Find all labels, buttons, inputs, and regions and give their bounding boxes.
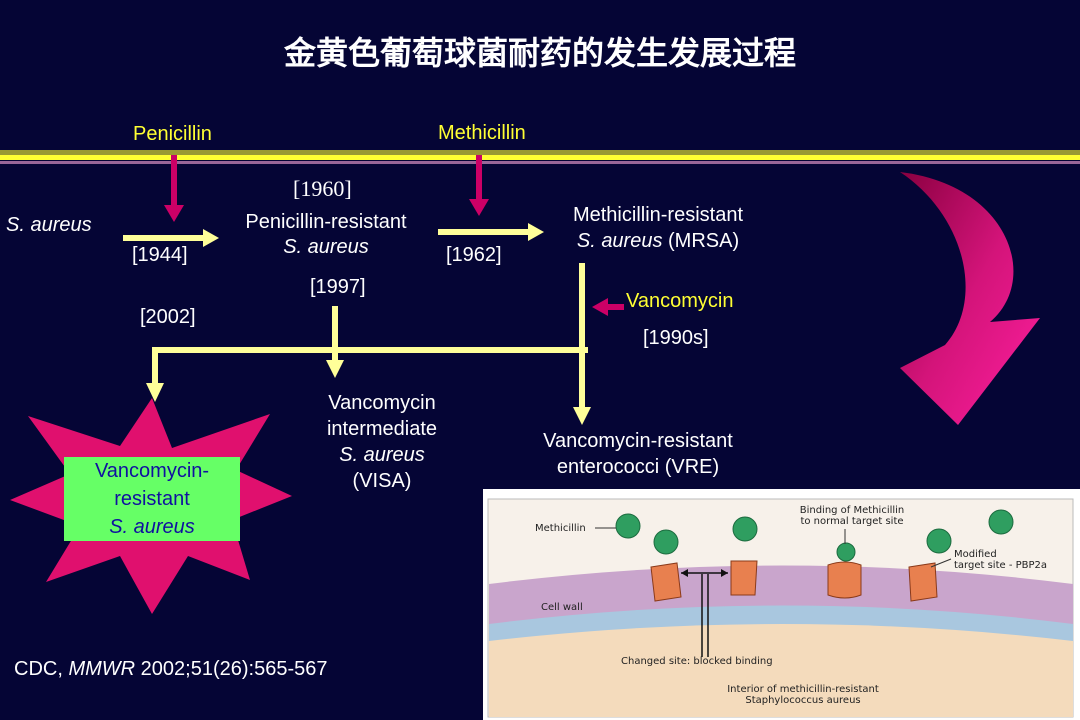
cell-wall-label: Cell wall [541,602,583,613]
citation: CDC, MMWR 2002;51(26):565-567 [14,658,328,680]
year-1944: [1944] [132,244,188,266]
progression-arrows [123,223,591,425]
year-1997: [1997] [310,276,366,298]
penicillin-arrow [164,155,184,222]
modified-site-label: Modified target site - PBP2a [954,549,1048,571]
methicillin-label: Methicillin [438,122,526,144]
vancomycin-label: Vancomycin [626,290,734,312]
mechanism-illustration: Methicillin Binding of Methicillin to no… [483,489,1080,720]
vrsa-node: Vancomycin- resistant S. aureus [64,457,240,541]
timeline-bar-purple [0,161,1080,164]
interior-label: Interior of methicillin-resistant Staphy… [727,684,879,706]
page-title: 金黄色葡萄球菌耐药的发生发展过程 [283,34,796,72]
year-1960: [1960] [293,176,352,201]
year-1990s: [1990s] [643,327,709,349]
penicillin-label: Penicillin [133,123,212,145]
methicillin-molecule-label: Methicillin [535,523,586,534]
vre-node: Vancomycin-resistant enterococci (VRE) [543,430,733,478]
binding-label: Binding of Methicillin to normal target … [799,505,905,527]
year-1962: [1962] [446,244,502,266]
changed-site-label: Changed site: blocked binding [621,656,773,667]
prsa-node: Penicillin-resistant S. aureus [245,211,407,258]
vancomycin-arrow [592,298,624,316]
curved-arrow [900,172,1040,425]
visa-node: Vancomycin intermediate S. aureus (VISA) [326,392,438,492]
mrsa-node: Methicillin-resistant S. aureus (MRSA) [572,204,744,252]
timeline-bar-olive [0,150,1080,155]
methicillin-arrow [469,155,489,216]
year-2002: [2002] [140,306,196,328]
s-aureus-node: S. aureus [6,214,92,236]
timeline-bar-yellow [0,155,1080,160]
mechanism-graphic [487,498,1074,718]
